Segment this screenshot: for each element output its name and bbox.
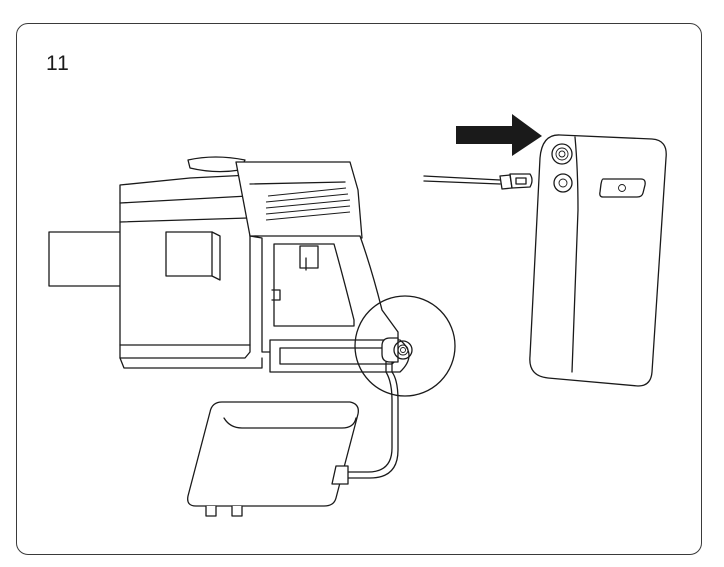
vacuum-body [48,156,410,373]
connector-plug [423,173,533,190]
right-arrow-icon [456,114,542,156]
battery-pack [529,134,667,387]
step-number: 11 [46,52,70,75]
instruction-frame [16,23,702,555]
zoom-circle [354,295,456,397]
power-adapter [187,401,359,517]
charging-cable [347,361,399,479]
